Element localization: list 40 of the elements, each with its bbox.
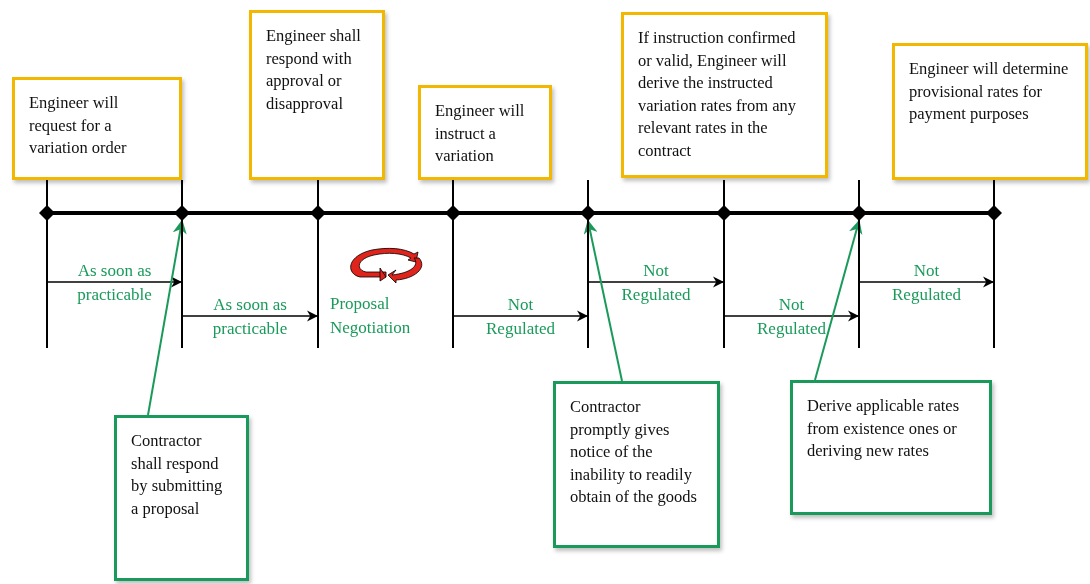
milestone-marker bbox=[986, 180, 1002, 348]
milestone-marker bbox=[851, 180, 867, 348]
arrow bbox=[588, 276, 725, 288]
note-text: Engineer will determine provisional rates for payment purposes bbox=[909, 58, 1070, 125]
milestone-marker bbox=[310, 180, 326, 348]
contractor-note-box bbox=[553, 381, 720, 548]
arrow bbox=[724, 310, 860, 322]
leader-line bbox=[814, 219, 863, 381]
edge-label: Not Regulated bbox=[620, 260, 692, 306]
note-text: Engineer will instruct a variation bbox=[435, 100, 526, 167]
note-text: Engineer shall respond with approval or disapproval bbox=[266, 25, 362, 115]
note-text: If instruction confirmed or valid, Engineer will derive the instructed variation rates from any relevant rates in the contract bbox=[638, 27, 798, 162]
note-text: Derive applicable rates from existence ones or deriving new rates bbox=[807, 395, 961, 462]
engineer-note-box bbox=[249, 10, 385, 180]
note-text: Engineer will request for a variation order bbox=[29, 92, 128, 159]
milestone-marker bbox=[174, 180, 190, 348]
phase-label: Proposal Negotiation bbox=[330, 293, 412, 339]
milestone-marker bbox=[716, 180, 732, 348]
arrow bbox=[859, 276, 995, 288]
edge-label: Not Regulated bbox=[756, 294, 827, 340]
milestone-marker bbox=[445, 180, 461, 348]
edge-label: Not Regulated bbox=[485, 294, 556, 340]
engineer-note-box bbox=[418, 85, 552, 180]
contractor-note-box bbox=[114, 415, 249, 581]
edge-label: As soon as practicable bbox=[211, 294, 289, 340]
engineer-note-box bbox=[621, 12, 828, 178]
edge-label: As soon as practicable bbox=[76, 260, 153, 306]
note-text: Contractor promptly gives notice of the inability to readily obtain of the goods bbox=[570, 396, 698, 508]
contractor-note-box bbox=[790, 380, 992, 515]
engineer-note-box bbox=[12, 77, 182, 180]
milestone-marker bbox=[580, 180, 596, 348]
note-text: Contractor shall respond by submitting a proposal bbox=[131, 430, 224, 520]
arrow bbox=[182, 310, 319, 322]
leader-line bbox=[583, 219, 623, 382]
edge-label: Not Regulated bbox=[891, 260, 962, 306]
milestone-marker bbox=[39, 180, 55, 348]
engineer-note-box bbox=[892, 43, 1088, 180]
arrow bbox=[47, 276, 183, 288]
leader-line bbox=[147, 219, 187, 416]
arrow bbox=[453, 310, 589, 322]
